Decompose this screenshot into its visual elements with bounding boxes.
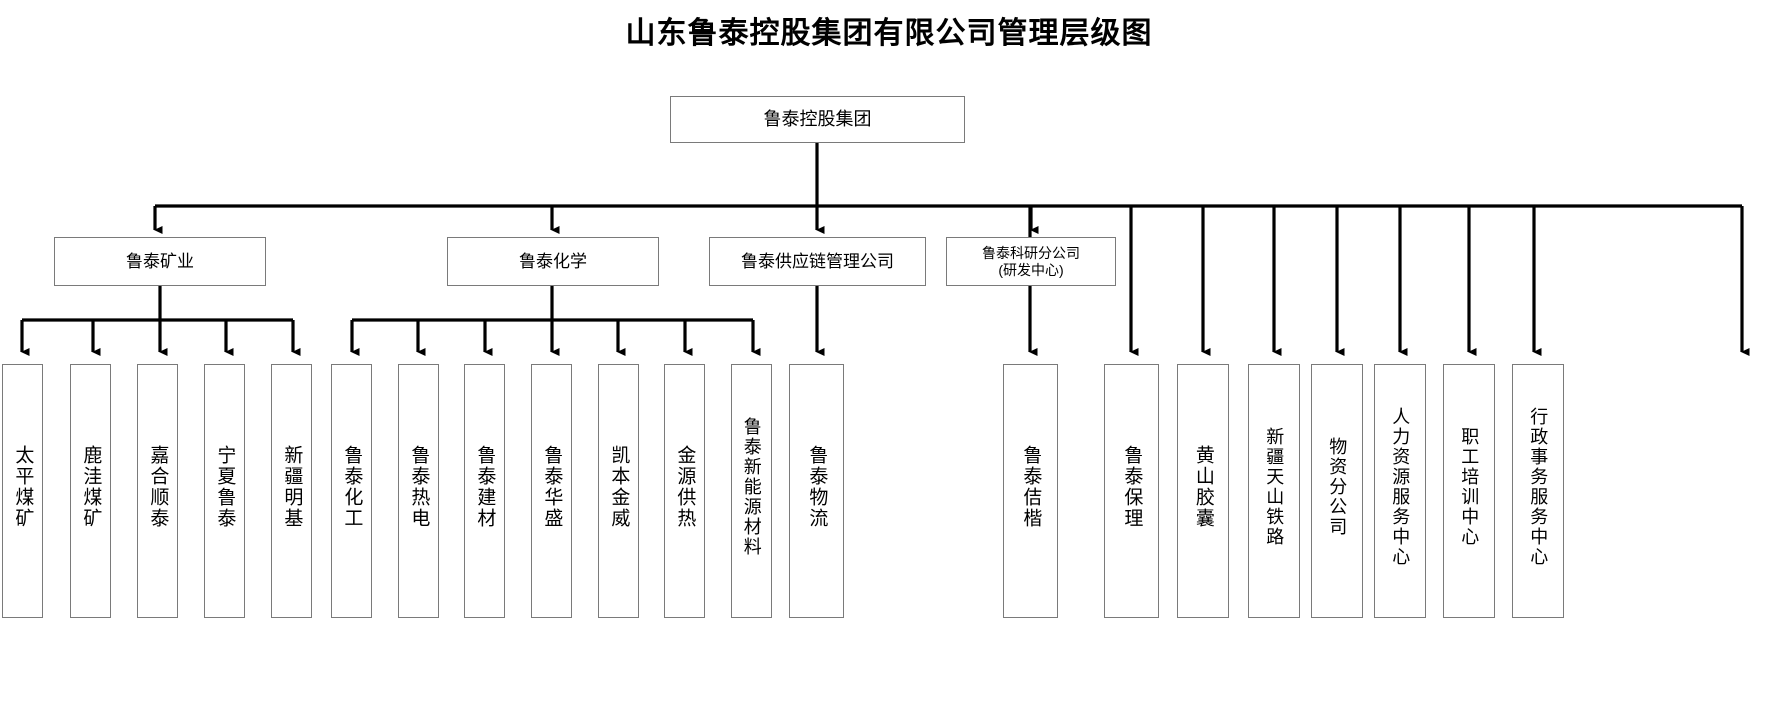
- node-leaf-label: 新疆明基: [281, 445, 303, 529]
- node-leaf-label: 鲁泰物流: [806, 445, 828, 529]
- node-leaf-label: 鲁泰佶楷: [1020, 445, 1042, 529]
- node-leaf-admin-service-center[interactable]: 行政事务服务中心: [1512, 364, 1564, 618]
- node-division-supplychain[interactable]: 鲁泰供应链管理公司: [709, 237, 926, 286]
- node-leaf-xinjiang-mingji[interactable]: 新疆明基: [271, 364, 312, 618]
- node-leaf-staff-training-center[interactable]: 职工培训中心: [1443, 364, 1495, 618]
- node-leaf-xinjiang-tianshan-railway[interactable]: 新疆天山铁路: [1248, 364, 1300, 618]
- node-leaf-lutai-huasheng[interactable]: 鲁泰华盛: [531, 364, 572, 618]
- node-leaf-lutai-logistics[interactable]: 鲁泰物流: [789, 364, 844, 618]
- node-leaf-label: 黄山胶囊: [1192, 445, 1214, 529]
- node-leaf-label: 金源供热: [674, 445, 696, 529]
- node-leaf-label: 人力资源服务中心: [1390, 407, 1411, 567]
- node-leaf-huangshan-capsule[interactable]: 黄山胶囊: [1177, 364, 1229, 618]
- node-leaf-lutai-jiekai[interactable]: 鲁泰佶楷: [1003, 364, 1058, 618]
- node-leaf-hr-service-center[interactable]: 人力资源服务中心: [1374, 364, 1426, 618]
- node-leaf-materials-branch[interactable]: 物资分公司: [1311, 364, 1363, 618]
- node-root[interactable]: 鲁泰控股集团: [670, 96, 965, 143]
- node-leaf-label: 鹿洼煤矿: [80, 445, 102, 529]
- node-division-research-sublabel: (研发中心): [998, 261, 1064, 278]
- node-leaf-label: 鲁泰热电: [408, 445, 430, 529]
- node-leaf-label: 职工培训中心: [1459, 427, 1480, 547]
- node-leaf-label: 行政事务服务中心: [1528, 407, 1549, 567]
- node-leaf-label: 物资分公司: [1327, 437, 1348, 537]
- node-leaf-label: 鲁泰建材: [474, 445, 496, 529]
- node-leaf-label: 宁夏鲁泰: [214, 445, 236, 529]
- node-leaf-label: 太平煤矿: [12, 445, 34, 529]
- node-leaf-label: 凯本金威: [608, 445, 630, 529]
- page-title: 山东鲁泰控股集团有限公司管理层级图: [625, 16, 1153, 51]
- node-leaf-kaiben-jinwei[interactable]: 凯本金威: [598, 364, 639, 618]
- node-leaf-label: 鲁泰新能源材料: [741, 417, 762, 557]
- node-division-chemical-label: 鲁泰化学: [519, 251, 587, 271]
- node-leaf-lutai-factoring[interactable]: 鲁泰保理: [1104, 364, 1159, 618]
- node-leaf-taiping-coal[interactable]: 太平煤矿: [2, 364, 43, 618]
- node-leaf-label: 嘉合顺泰: [147, 445, 169, 529]
- node-leaf-jiaheshuntai[interactable]: 嘉合顺泰: [137, 364, 178, 618]
- node-division-research[interactable]: 鲁泰科研分公司 (研发中心): [946, 237, 1116, 286]
- node-division-research-label: 鲁泰科研分公司: [982, 245, 1080, 262]
- node-division-supplychain-label: 鲁泰供应链管理公司: [741, 251, 894, 271]
- node-division-mining-label: 鲁泰矿业: [126, 251, 194, 271]
- node-leaf-label: 鲁泰保理: [1121, 445, 1143, 529]
- node-leaf-lutai-thermal-power[interactable]: 鲁泰热电: [398, 364, 439, 618]
- node-leaf-jinyuan-heating[interactable]: 金源供热: [664, 364, 705, 618]
- node-division-mining[interactable]: 鲁泰矿业: [54, 237, 266, 286]
- node-root-label: 鲁泰控股集团: [763, 109, 872, 130]
- node-leaf-label: 新疆天山铁路: [1264, 427, 1285, 547]
- node-leaf-label: 鲁泰华盛: [541, 445, 563, 529]
- node-leaf-lutai-chemical[interactable]: 鲁泰化工: [331, 364, 372, 618]
- node-leaf-lutai-new-energy-materials[interactable]: 鲁泰新能源材料: [731, 364, 772, 618]
- node-division-chemical[interactable]: 鲁泰化学: [447, 237, 659, 286]
- node-leaf-lutai-building-materials[interactable]: 鲁泰建材: [464, 364, 505, 618]
- node-leaf-luwa-coal[interactable]: 鹿洼煤矿: [70, 364, 111, 618]
- node-leaf-label: 鲁泰化工: [341, 445, 363, 529]
- node-leaf-ningxia-lutai[interactable]: 宁夏鲁泰: [204, 364, 245, 618]
